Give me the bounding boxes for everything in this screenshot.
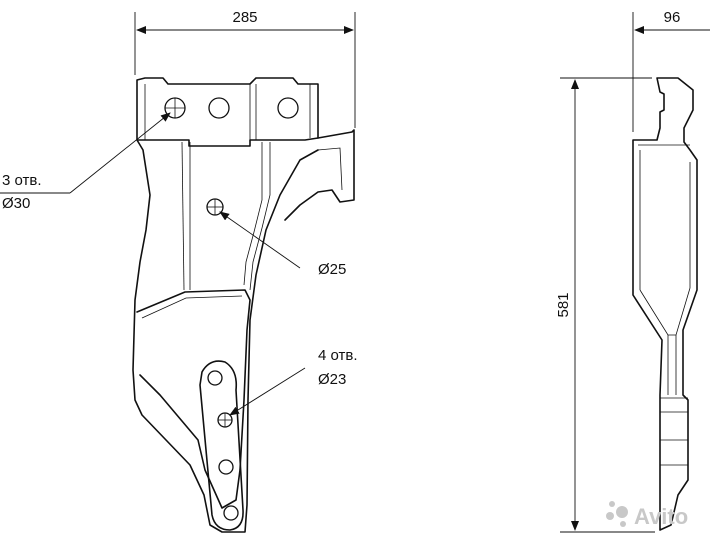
rib-right	[243, 142, 263, 286]
callout-d23-count: 4 отв.	[318, 347, 358, 364]
dimension-581: 581	[555, 77, 655, 533]
hole-d23-4	[223, 505, 239, 521]
callout-d23: 4 отв. Ø23	[229, 347, 358, 416]
hook-inner	[317, 147, 343, 191]
side-transition	[639, 287, 691, 336]
callout-d30-count: 3 отв.	[2, 172, 42, 189]
blade-edge	[141, 295, 243, 319]
shank-outline	[132, 139, 319, 533]
hook-bracket	[284, 129, 355, 221]
leader-d25	[219, 211, 301, 269]
hole-d30-2	[208, 97, 230, 119]
hole-d23-3	[218, 459, 234, 475]
side-view	[632, 77, 698, 531]
leader-d23	[229, 367, 306, 416]
mounting-plate-outline	[136, 77, 319, 147]
watermark: Avito	[606, 501, 688, 529]
dim-label-285: 285	[232, 9, 257, 26]
dimension-96: 96	[632, 9, 710, 132]
dim-label-96: 96	[664, 9, 681, 26]
rib-left	[181, 141, 185, 291]
side-profile-outline	[632, 77, 698, 531]
watermark-logo-icon	[606, 501, 628, 527]
leader-d30	[69, 112, 171, 194]
callout-d23-dia: Ø23	[318, 371, 346, 388]
hole-d30-3	[277, 97, 299, 119]
dim-label-581: 581	[555, 292, 572, 317]
link-plate	[199, 360, 244, 531]
hole-d23-1	[207, 370, 223, 386]
rib-right-2	[249, 142, 271, 291]
watermark-text: Avito	[634, 504, 688, 529]
callout-d30: 3 отв. Ø30	[0, 112, 171, 212]
front-view	[132, 77, 355, 533]
blade-outline	[136, 289, 251, 509]
callout-d25: Ø25	[219, 211, 346, 278]
callout-d30-dia: Ø30	[2, 195, 30, 212]
callout-d25-dia: Ø25	[318, 261, 346, 278]
dimension-285: 285	[134, 9, 356, 128]
